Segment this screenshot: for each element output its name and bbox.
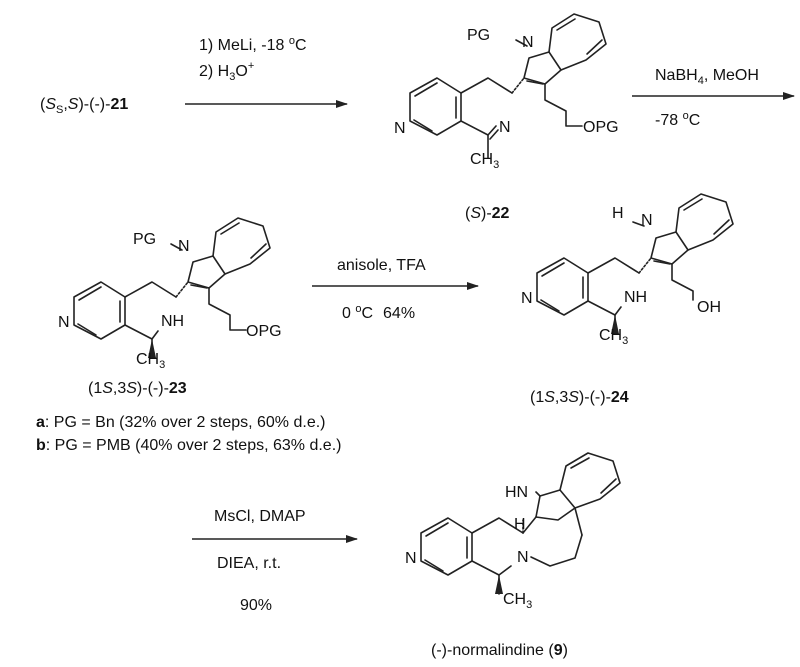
starting-material-label: (SS,S)-(-)-21 — [40, 96, 128, 116]
imine-n-label: N — [499, 119, 511, 136]
pg-label: PG — [467, 27, 490, 44]
structure-compound-9: HN H N N CH3 — [405, 452, 621, 611]
variant-a: a: PG = Bn (32% over 2 steps, 60% d.e.) — [36, 414, 326, 431]
step2-reagent: NaBH4, MeOH — [655, 67, 759, 87]
amine-nh-label: NH — [161, 313, 184, 330]
step2-temperature: -78 oC — [655, 110, 700, 129]
structure-compound-23: PG N N NH OPG CH3 — [58, 217, 282, 371]
pyridine-n-label: N — [58, 314, 70, 331]
indole-n-label: N — [178, 238, 190, 255]
structure-compound-22: PG N N N OPG CH3 — [394, 13, 619, 171]
amine-nh-label: NH — [624, 289, 647, 306]
methyl-label: CH3 — [503, 591, 532, 611]
methyl-label: CH3 — [599, 327, 628, 347]
pyridine-n-label: N — [394, 120, 406, 137]
pyridine-n-label: N — [405, 550, 417, 567]
compound-24-label: (1S,3S)-(-)-24 — [530, 389, 629, 406]
compound-22-label: (S)-22 — [465, 205, 510, 222]
stereo-h-label: H — [514, 516, 526, 533]
methyl-label: CH3 — [136, 351, 165, 371]
pyridine-n-label: N — [521, 290, 533, 307]
methyl-label: CH3 — [470, 151, 499, 171]
opg-label: OPG — [246, 323, 282, 340]
hydroxyl-label: OH — [697, 299, 721, 316]
indole-n-label: N — [522, 34, 534, 51]
indole-h-label: H — [612, 205, 624, 222]
pg-label: PG — [133, 231, 156, 248]
compound-23-label: (1S,3S)-(-)-23 — [88, 380, 187, 397]
step4-yield: 90% — [240, 597, 272, 614]
opg-label: OPG — [583, 119, 619, 136]
step3-reagents: anisole, TFA — [337, 257, 426, 274]
ring-n-label: N — [517, 549, 529, 566]
step1-reagent-line1: 1) MeLi, -18 oC — [199, 35, 307, 54]
step4-reagents: MsCl, DMAP — [214, 508, 306, 525]
step4-base: DIEA, r.t. — [217, 555, 281, 572]
structure-compound-24: H N N NH OH CH3 — [521, 193, 734, 347]
indole-n-label: N — [641, 212, 653, 229]
variant-b: b: PG = PMB (40% over 2 steps, 63% d.e.) — [36, 437, 341, 454]
compound-9-label: (-)-normalindine (9) — [431, 642, 568, 659]
indole-hn-label: HN — [505, 484, 528, 501]
step1-reagent-line2: 2) H3O+ — [199, 60, 254, 83]
